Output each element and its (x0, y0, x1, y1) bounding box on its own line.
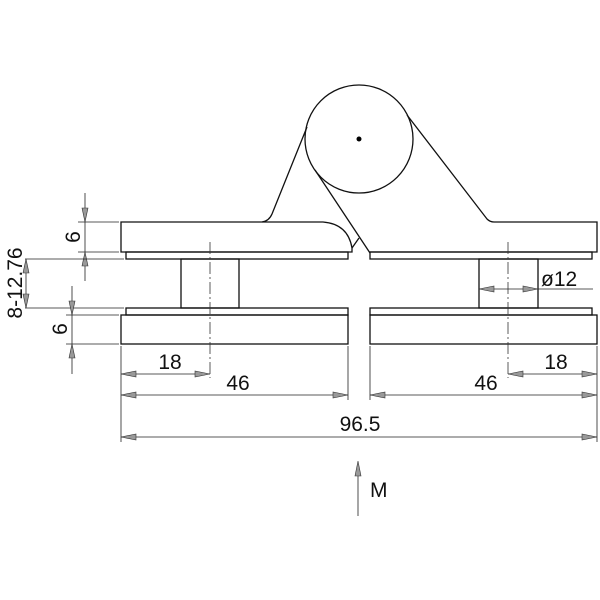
right-top-plate (370, 221, 598, 253)
right-bottom-plate (369, 314, 598, 345)
notch-edge (351, 237, 360, 249)
load-indicator: M (354, 460, 388, 516)
dim-glass-gap: 8-12.76 (4, 247, 27, 318)
dim-bottom-plate-thickness: 6 (49, 323, 72, 335)
left-clamp (120, 221, 353, 378)
dim-top-plate-thickness: 6 (62, 231, 85, 243)
hinge-center-point (356, 136, 362, 142)
dim-left-hole-offset: 18 (158, 351, 181, 374)
dim-overall-width: 96.5 (340, 413, 381, 436)
left-bottom-gasket (125, 307, 349, 316)
right-bottom-gasket (369, 307, 593, 316)
horizontal-dimensions: 18 46 46 18 96.5 ø12 (120, 268, 598, 442)
left-bottom-plate (120, 314, 349, 345)
inner-arm-edge (314, 169, 371, 254)
right-post (478, 258, 539, 309)
hinge-knuckle (261, 84, 495, 254)
left-top-plate (120, 221, 353, 253)
left-top-gasket (125, 251, 349, 260)
dim-post-diameter: ø12 (541, 268, 577, 291)
dim-right-width: 46 (474, 372, 497, 395)
left-arm-edge (261, 126, 308, 223)
dim-right-hole-offset: 18 (544, 351, 567, 374)
dim-left-width: 46 (226, 372, 249, 395)
right-top-gasket (369, 251, 593, 260)
hinge-circle (304, 84, 414, 194)
right-arm-edge (406, 114, 495, 223)
right-clamp (369, 221, 598, 378)
load-label: M (370, 479, 388, 502)
vertical-dimensions: 6 8-12.76 6 (4, 193, 124, 374)
